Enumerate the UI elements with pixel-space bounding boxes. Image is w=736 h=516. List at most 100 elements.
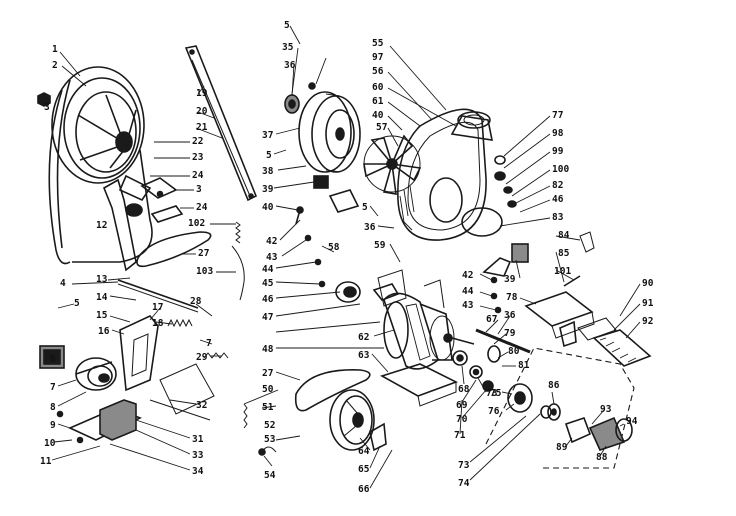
callout-36b: 36 — [364, 222, 376, 233]
callout-42b: 42 — [462, 270, 473, 281]
lower-pulley-bracket — [369, 422, 387, 452]
impeller-wheel — [298, 91, 361, 173]
bearing-block — [313, 175, 360, 213]
callout-44b: 44 — [462, 286, 474, 297]
callout-100: 100 — [552, 164, 569, 175]
linkage-arm — [149, 363, 215, 421]
callout-51: 51 — [262, 402, 274, 413]
hex-bolt — [37, 92, 51, 107]
end-cap-gear — [507, 383, 552, 419]
pivot-arm — [102, 174, 152, 272]
control-wire — [231, 245, 245, 301]
callout-101: 101 — [554, 266, 571, 277]
callout-6b: 6 — [50, 354, 56, 365]
callout-5c: 5 — [284, 20, 290, 31]
pedal-bracket-plate — [524, 291, 595, 348]
callout-35: 35 — [282, 42, 294, 53]
callout-43b: 43 — [462, 300, 474, 311]
callout-92: 92 — [642, 316, 653, 327]
callout-55: 55 — [372, 38, 384, 49]
callout-82: 82 — [552, 180, 563, 191]
callout-32: 32 — [196, 400, 207, 411]
callout-40b: 40 — [372, 110, 384, 121]
callout-45: 45 — [262, 278, 274, 289]
callout-83: 83 — [552, 212, 564, 223]
callout-79: 79 — [504, 328, 516, 339]
housing-gasket — [461, 207, 503, 237]
screw-set-center — [295, 206, 326, 288]
callout-23: 23 — [192, 152, 204, 163]
callout-63: 63 — [358, 350, 370, 361]
callout-14b: 14 — [96, 292, 108, 303]
mounting-bracket-right — [482, 231, 595, 287]
callout-28: 28 — [190, 296, 202, 307]
callout-80: 80 — [508, 346, 520, 357]
callout-22: 22 — [192, 136, 203, 147]
small-v-belt — [136, 231, 212, 268]
callout-86: 86 — [548, 380, 560, 391]
housing-hardware — [308, 82, 517, 208]
fan-blades — [363, 134, 422, 195]
callout-5d: 5 — [266, 150, 272, 161]
callout-5b: 5 — [74, 298, 80, 309]
callout-24b: 24 — [196, 202, 208, 213]
callout-11b: 11 — [40, 456, 52, 467]
output-coupling — [547, 403, 633, 451]
callout-15b: 15 — [96, 310, 108, 321]
callout-65: 65 — [358, 464, 370, 475]
callout-64: 64 — [358, 446, 370, 457]
callout-3: 3 — [44, 102, 50, 113]
callout-84: 84 — [558, 230, 570, 241]
callout-93: 93 — [600, 404, 612, 415]
callout-69: 69 — [456, 400, 468, 411]
callout-46b: 46 — [552, 194, 564, 205]
callout-29: 29 — [196, 352, 208, 363]
compression-spring — [167, 318, 229, 359]
callout-52: 52 — [264, 420, 275, 431]
callout-36: 36 — [284, 60, 296, 71]
callout-58: 58 — [328, 242, 340, 253]
callout-62: 62 — [358, 332, 369, 343]
callout-103: 103 — [196, 266, 213, 277]
motor-mount-bracket — [377, 269, 445, 309]
foot-pedal — [577, 317, 652, 367]
callout-4b: 4 — [60, 278, 66, 289]
callout-47: 47 — [262, 312, 273, 323]
callout-81: 81 — [518, 360, 530, 371]
callout-90: 90 — [642, 278, 654, 289]
callout-27: 27 — [198, 248, 209, 259]
lower-v-belt — [294, 369, 371, 412]
callout-102: 102 — [188, 218, 205, 229]
callout-91: 91 — [642, 298, 654, 309]
small-pulley-housing — [75, 357, 117, 391]
callout-73b: 73 — [458, 460, 470, 471]
callout-68: 68 — [458, 384, 470, 395]
callout-50: 50 — [262, 384, 274, 395]
callout-3b: 3 — [196, 184, 202, 195]
callout-13b: 13 — [96, 274, 108, 285]
callout-78: 78 — [506, 292, 518, 303]
mounting-base-plate — [56, 399, 142, 444]
callout-98: 98 — [552, 128, 564, 139]
lower-pulley — [329, 389, 375, 451]
callout-36c: 36 — [504, 310, 516, 321]
callout-10b: 10 — [44, 438, 56, 449]
screw-set-right — [490, 276, 502, 314]
return-spring — [243, 403, 248, 429]
callout-60: 60 — [372, 82, 384, 93]
callout-17b: 17 — [152, 302, 163, 313]
callout-34: 34 — [192, 466, 204, 477]
callout-66: 66 — [358, 484, 370, 495]
callout-38: 38 — [262, 166, 274, 177]
callout-53: 53 — [264, 434, 276, 445]
callout-39: 39 — [262, 184, 274, 195]
callout-42: 42 — [266, 236, 277, 247]
callout-67: 67 — [486, 314, 497, 325]
callout-77: 77 — [552, 110, 563, 121]
callout-73: 73 — [486, 388, 498, 399]
callout-21: 21 — [196, 122, 208, 133]
drive-shaft — [475, 328, 531, 354]
shaft-bushing — [284, 94, 300, 114]
callout-74: 74 — [458, 478, 470, 489]
callout-85: 85 — [558, 248, 570, 259]
